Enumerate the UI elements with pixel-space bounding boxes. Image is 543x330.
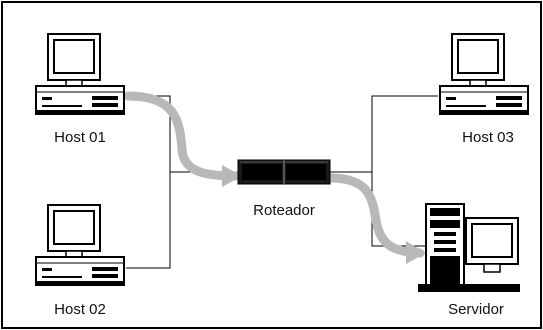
host01-computer-icon — [35, 33, 125, 115]
server-tower-icon — [418, 203, 520, 292]
link-router-host03 — [330, 95, 438, 173]
path-arrow-to-server — [406, 241, 426, 264]
highlighted-path — [123, 91, 426, 264]
host02-computer-icon — [35, 204, 125, 286]
path-arrow-to-router — [222, 165, 242, 187]
host03-label: Host 03 — [462, 129, 514, 146]
router-icon — [237, 159, 331, 185]
host02-label: Host 02 — [54, 301, 106, 318]
host01-label: Host 01 — [54, 129, 106, 146]
host03-computer-icon — [439, 33, 529, 115]
router-label: Roteador — [253, 202, 315, 219]
link-host02-router — [126, 172, 171, 269]
server-label: Servidor — [448, 301, 504, 318]
